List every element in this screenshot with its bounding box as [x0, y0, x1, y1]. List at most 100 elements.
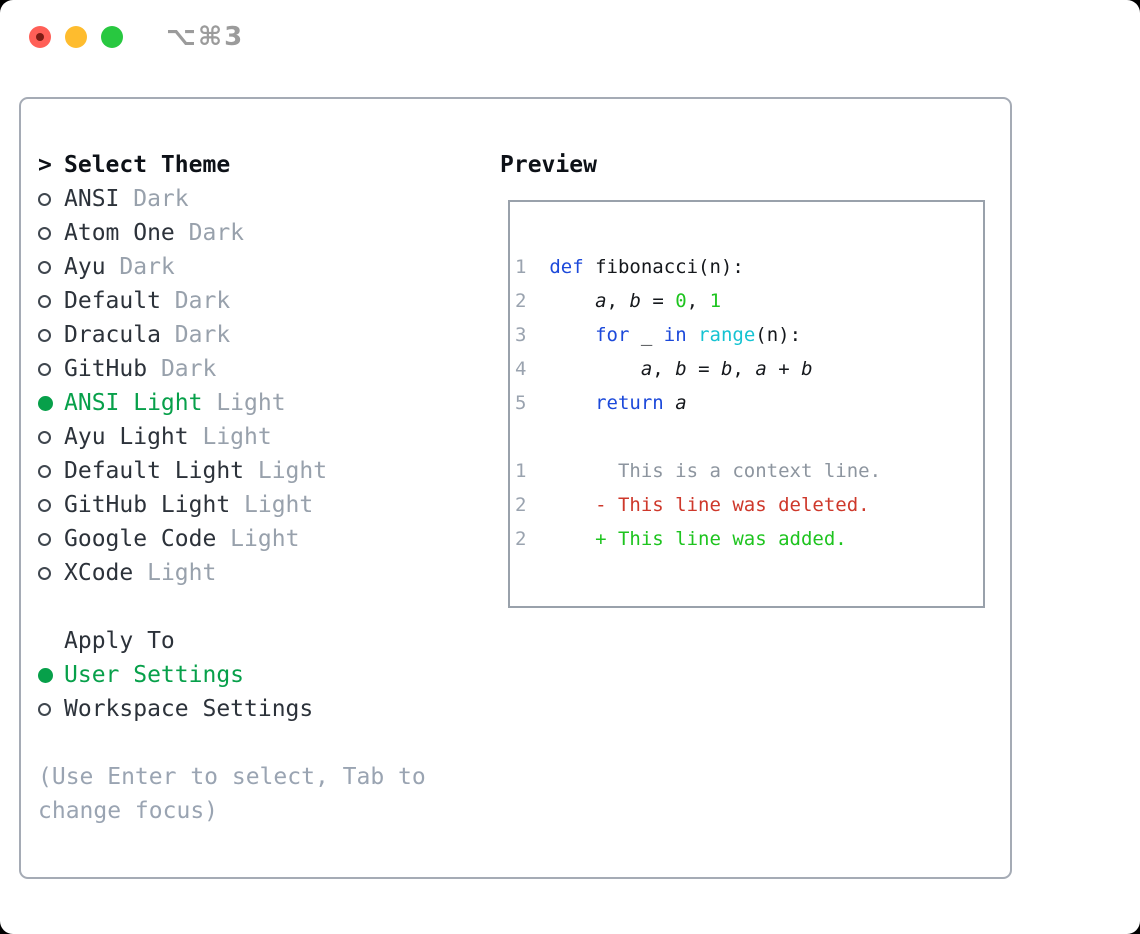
code-token: 1: [709, 290, 722, 312]
code-token: 0: [675, 290, 687, 312]
option-variant-tag: Light: [216, 526, 300, 552]
code-token: in: [663, 324, 687, 346]
option-label: Ayu Light: [64, 424, 189, 450]
theme-option[interactable]: Default Dark: [38, 284, 426, 318]
zoom-button[interactable]: [101, 26, 123, 48]
code-token: + This line was added.: [549, 528, 847, 550]
option-label: User Settings: [64, 662, 245, 688]
code-token: [549, 358, 641, 380]
code-token: b: [629, 290, 641, 312]
code-token: def: [549, 256, 584, 278]
code-token: +: [766, 358, 802, 380]
option-label: Atom One: [64, 220, 175, 246]
code-line: [515, 420, 983, 454]
code-line: 4 a, b = b, a + b: [515, 352, 983, 386]
code-token: This is a context line.: [549, 460, 882, 482]
option-variant-tag: Dark: [174, 220, 245, 246]
theme-option[interactable]: Dracula Dark: [38, 318, 426, 352]
radio-selected-icon: [38, 667, 53, 683]
code-token: ,: [732, 358, 756, 380]
apply-to-heading-label: Apply To: [64, 628, 175, 654]
radio-unselected-icon: [38, 362, 51, 376]
option-variant-tag: Dark: [160, 288, 231, 314]
line-number: 1: [515, 460, 550, 482]
option-label: GitHub: [64, 356, 148, 382]
code-token: _: [629, 324, 664, 346]
code-token: ,: [686, 290, 710, 312]
option-variant-tag: Dark: [119, 186, 189, 212]
theme-option[interactable]: Ayu Dark: [38, 250, 426, 284]
code-line: 2 a, b = 0, 1: [515, 284, 983, 318]
line-number: 2: [515, 528, 550, 550]
code-line: 2 + This line was added.: [515, 522, 983, 556]
apply-to-option[interactable]: Workspace Settings: [38, 692, 426, 726]
theme-option[interactable]: Default Light Light: [38, 454, 426, 488]
radio-unselected-icon: [38, 328, 51, 342]
option-variant-tag: Light: [133, 560, 217, 586]
theme-option[interactable]: XCode Light: [38, 556, 426, 590]
option-variant-tag: Dark: [147, 356, 217, 382]
theme-option[interactable]: ANSI Light Light: [38, 386, 426, 420]
line-number: 3: [515, 324, 550, 346]
radio-unselected-icon: [38, 226, 51, 240]
traffic-lights: [29, 26, 123, 48]
code-token: a: [640, 358, 653, 380]
code-token: a: [675, 392, 687, 414]
code-token: ,: [652, 358, 676, 380]
code-token: [549, 392, 595, 414]
option-label: Dracula: [64, 322, 161, 348]
theme-option[interactable]: GitHub Light Light: [38, 488, 426, 522]
radio-unselected-icon: [38, 192, 51, 206]
code-line: 5 return a: [515, 386, 983, 420]
code-token: ,: [606, 290, 630, 312]
window-shortcut-label: ⌥⌘3: [166, 22, 245, 52]
option-label: Ayu: [64, 254, 106, 280]
option-label: ANSI: [64, 186, 120, 212]
spacer: [38, 726, 426, 760]
minimize-button[interactable]: [65, 26, 87, 48]
code-token: b: [720, 358, 733, 380]
code-token: [549, 324, 595, 346]
line-number: 1: [515, 256, 550, 278]
preview-heading: Preview: [500, 152, 597, 178]
code-token: b: [801, 358, 813, 380]
option-label: Workspace Settings: [64, 696, 314, 722]
radio-unselected-icon: [38, 430, 51, 444]
code-token: [549, 290, 595, 312]
apply-to-option[interactable]: User Settings: [38, 658, 426, 692]
radio-selected-icon: [38, 395, 53, 411]
option-variant-tag: Light: [188, 424, 272, 450]
close-button[interactable]: [29, 26, 51, 48]
option-label: Google Code: [64, 526, 217, 552]
theme-option[interactable]: Atom One Dark: [38, 216, 426, 250]
option-variant-tag: Light: [202, 390, 286, 416]
hint-line: change focus): [38, 798, 219, 824]
theme-picker-heading: > Select Theme: [38, 148, 426, 182]
hint-line: (Use Enter to select, Tab to: [38, 764, 426, 790]
code-token: [687, 324, 698, 346]
code-token: [664, 392, 675, 414]
code-line: 3 for _ in range(n):: [515, 318, 983, 352]
code-line: 2 - This line was deleted.: [515, 488, 983, 522]
option-label: XCode: [64, 560, 134, 586]
theme-option[interactable]: GitHub Dark: [38, 352, 426, 386]
line-number: 4: [515, 358, 550, 380]
spacer: [38, 590, 426, 624]
theme-option[interactable]: ANSI Dark: [38, 182, 426, 216]
theme-option[interactable]: Google Code Light: [38, 522, 426, 556]
theme-option[interactable]: Ayu Light Light: [38, 420, 426, 454]
option-label: Default: [64, 288, 161, 314]
theme-picker-heading-label: Select Theme: [64, 152, 231, 178]
radio-unselected-icon: [38, 464, 51, 478]
radio-unselected-icon: [38, 260, 51, 274]
line-number: 5: [515, 392, 550, 414]
titlebar: ⌥⌘3: [0, 0, 1140, 74]
line-number: 2: [515, 494, 550, 516]
option-label: Default Light: [64, 458, 245, 484]
